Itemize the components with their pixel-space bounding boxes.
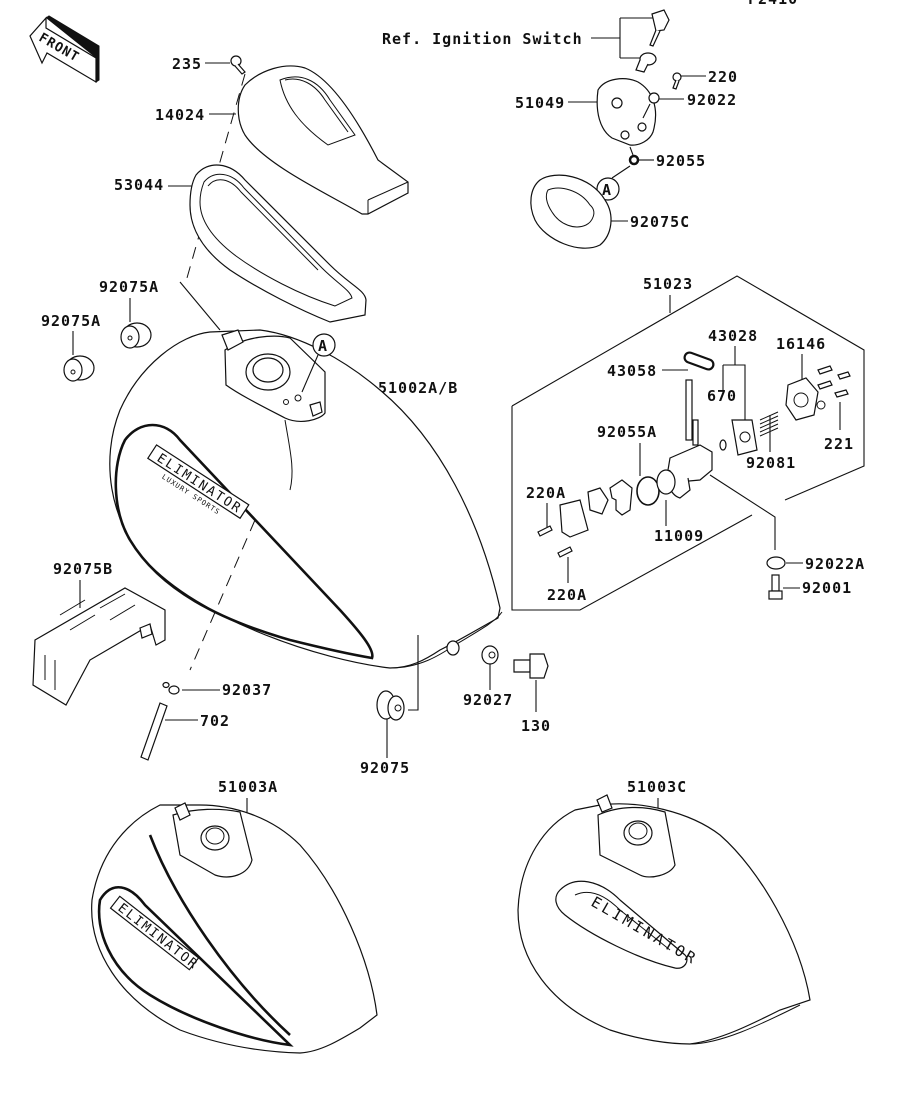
label-92022A: 92022A	[805, 555, 865, 573]
label-220A-lower: 220A	[547, 586, 587, 604]
label-92075: 92075	[360, 759, 410, 777]
svg-text:A: A	[318, 337, 328, 355]
oring-92055-icon	[628, 154, 640, 166]
fuel-tank-51003A	[91, 802, 378, 1054]
washer-92022-icon	[648, 92, 660, 104]
label-51002AB: 51002A/B	[378, 379, 458, 397]
label-51023: 51023	[643, 275, 693, 293]
label-702: 702	[200, 712, 230, 730]
cover-16146	[785, 377, 826, 421]
label-51049: 51049	[515, 94, 565, 112]
callout-A-tank: A	[301, 333, 336, 393]
gasket-43058-icon	[683, 351, 715, 371]
label-92055A: 92055A	[597, 423, 657, 441]
label-221: 221	[824, 435, 854, 453]
label-51003C: 51003C	[627, 778, 687, 796]
clip-92037-icon	[162, 681, 180, 695]
screw-220A-upper-icon	[537, 525, 553, 537]
fuel-tank-51002AB	[109, 329, 503, 669]
pad-92075C	[530, 174, 612, 249]
spring-92081-icon	[759, 411, 779, 437]
label-16146: 16146	[776, 335, 826, 353]
seal-53044	[189, 164, 367, 323]
fuel-tank-51003C	[517, 794, 811, 1045]
label-43028: 43028	[708, 327, 758, 345]
callout-A-switch: A	[596, 165, 631, 201]
ignition-key-icon	[649, 9, 670, 47]
grommet-92075-icon	[376, 690, 405, 721]
pin-702-icon	[140, 702, 168, 761]
bracket-92075B	[32, 587, 166, 706]
lever-part	[609, 479, 633, 516]
label-670: 670	[707, 387, 737, 405]
label-92081: 92081	[746, 454, 796, 472]
ignition-barrel-icon	[635, 52, 657, 73]
label-51003A: 51003A	[218, 778, 278, 796]
label-92001: 92001	[802, 579, 852, 597]
reference-note: Ref. Ignition Switch	[382, 30, 583, 48]
label-92022: 92022	[687, 91, 737, 109]
label-92037: 92037	[222, 681, 272, 699]
rubber-92075A-lower	[63, 355, 95, 382]
rubber-92075A-upper	[120, 322, 152, 349]
label-53044: 53044	[114, 176, 164, 194]
gasket-11009-icon	[656, 469, 676, 495]
label-92075B: 92075B	[53, 560, 113, 578]
label-92055: 92055	[656, 152, 706, 170]
screws-221-icon	[817, 365, 851, 398]
bolt-92001-icon	[768, 574, 783, 600]
screw-235-icon	[230, 55, 246, 75]
svg-text:A: A	[602, 181, 612, 199]
figure-code: F2410	[748, 0, 798, 8]
screw-220-icon	[672, 72, 682, 90]
switch-base-51049	[596, 78, 657, 146]
label-220: 220	[708, 68, 738, 86]
label-235: 235	[172, 55, 202, 73]
oring-92055A-icon	[636, 476, 660, 506]
tank-cover-14024	[237, 65, 409, 215]
front-arrow-icon: FRONT	[29, 15, 100, 84]
label-92075A-lower: 92075A	[41, 312, 101, 330]
lever-gasket	[587, 487, 609, 515]
label-11009: 11009	[654, 527, 704, 545]
label-43058: 43058	[607, 362, 657, 380]
washer-92022A-icon	[766, 556, 786, 570]
label-92075A-upper: 92075A	[99, 278, 159, 296]
screw-220A-lower-icon	[557, 546, 573, 558]
diaphragm-43028	[731, 419, 758, 456]
label-14024: 14024	[155, 106, 205, 124]
collar-92027-icon	[446, 640, 499, 665]
label-130: 130	[521, 717, 551, 735]
bolt-130-icon	[513, 653, 549, 679]
lever-plate	[559, 499, 589, 538]
label-92027: 92027	[463, 691, 513, 709]
label-220A-upper: 220A	[526, 484, 566, 502]
label-92075C: 92075C	[630, 213, 690, 231]
oring-670-icon	[719, 439, 727, 451]
